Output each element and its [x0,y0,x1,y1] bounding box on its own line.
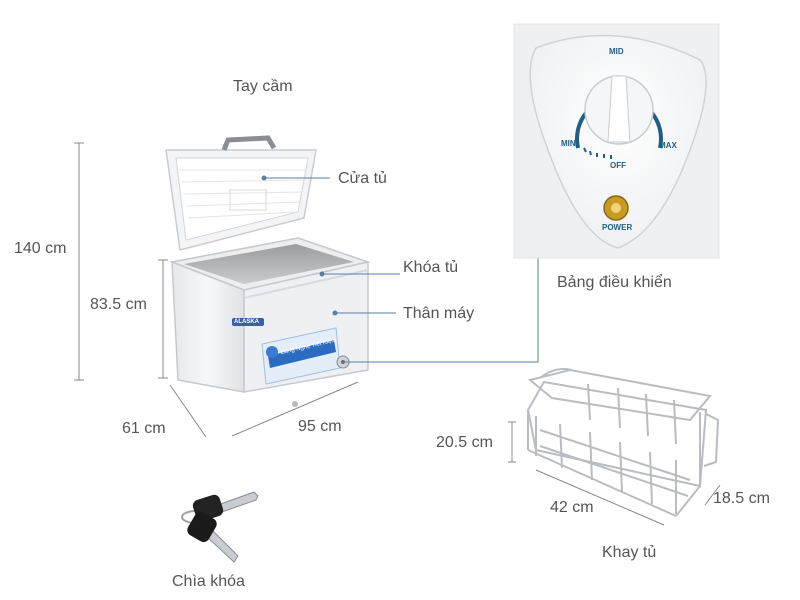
height-open-dimension: 140 cm [14,240,67,257]
callout-lines [261,175,539,363]
width-dimension: 95 cm [298,418,342,435]
basket-length-dimension: 42 cm [550,499,594,516]
basket-height-dimension: 20.5 cm [436,434,493,451]
dimension-height-body-line [158,259,168,379]
handle-label: Tay cầm [233,78,293,95]
height-body-dimension: 83.5 cm [90,296,147,313]
wire-basket [526,368,720,517]
freezer-brand-plate [232,318,264,326]
dimension-height-open-line [74,142,84,381]
key-label: Chìa khóa [172,573,245,590]
key-illustration [181,491,259,563]
dial-min-label: MIN [561,139,576,148]
door-label: Cửa tủ [338,170,387,187]
basket-dimension-lines [508,421,721,526]
dial-max-label: MAX [659,141,677,150]
dial-off-label: OFF [610,161,626,170]
dimension-width-line [231,381,359,437]
control-panel-label: Bảng điều khiển [557,274,672,291]
lock-label: Khóa tủ [403,259,459,276]
dimension-depth-line [169,384,207,438]
basket-width-dimension: 18.5 cm [713,490,770,507]
dial-mid-label: MID [609,47,624,56]
freezer-handle [221,135,277,151]
control-panel-image [513,23,720,259]
power-label: POWER [602,223,633,232]
body-label: Thân máy [403,305,475,322]
basket-label: Khay tủ [602,544,657,561]
depth-dimension: 61 cm [122,420,166,437]
brand-text: ALASKA [234,319,259,325]
